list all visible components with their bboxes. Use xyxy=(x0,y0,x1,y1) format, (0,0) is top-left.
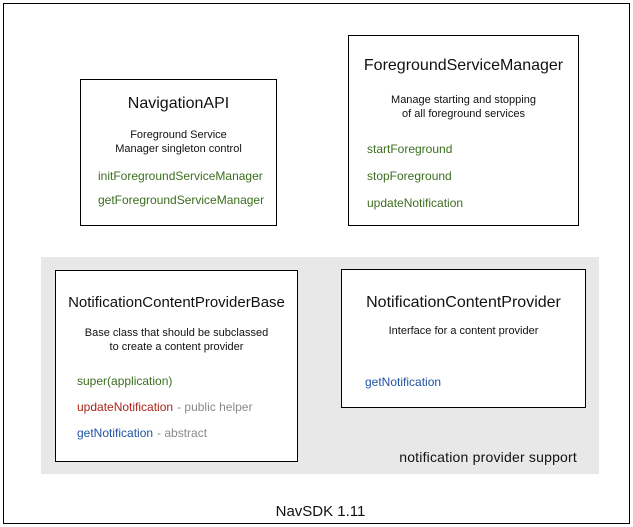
box-description: Manage starting and stopping of all fore… xyxy=(349,94,578,121)
method-list: initForegroundServiceManager getForegrou… xyxy=(81,169,276,207)
sdk-version-label: NavSDK 1.11 xyxy=(275,503,366,520)
box-description: Foreground Service Manager singleton con… xyxy=(81,129,276,156)
box-title: NotificationContentProviderBase xyxy=(68,294,285,311)
method-label: initForegroundServiceManager xyxy=(98,169,263,183)
method-label: updateNotification xyxy=(367,196,464,210)
box-description-line: Interface for a content provider xyxy=(388,325,539,337)
method-label: getForegroundServiceManager xyxy=(98,193,265,207)
box-title: ForegroundServiceManager xyxy=(363,57,564,74)
box-description-line: Base class that should be subclassed xyxy=(84,327,269,339)
class-box-navigation-api: NavigationAPI Foreground Service Manager… xyxy=(80,79,277,226)
class-box-notification-content-provider-base: NotificationContentProviderBase Base cla… xyxy=(55,270,298,462)
class-box-notification-content-provider: NotificationContentProvider Interface fo… xyxy=(341,269,586,408)
box-title: NotificationContentProvider xyxy=(366,294,561,311)
box-description: Interface for a content provider xyxy=(342,325,585,339)
method-list: getNotification xyxy=(342,375,585,389)
method-annotation: - abstract xyxy=(157,426,208,440)
method-label: startForeground xyxy=(367,142,453,156)
box-description-line: Manager singleton control xyxy=(115,142,242,155)
method-label: getNotification xyxy=(365,374,442,389)
panel-label: notification provider support xyxy=(399,449,577,465)
method-label: super(application) xyxy=(77,374,173,388)
method-label: stopForeground xyxy=(367,169,452,183)
slide-border: notification provider support Navigation… xyxy=(3,3,630,524)
method-label: updateNotification- public helper xyxy=(77,400,253,414)
box-description-line: Foreground Service xyxy=(130,129,227,141)
box-description: Base class that should be subclassed to … xyxy=(56,327,297,354)
box-description-line: of all foreground services xyxy=(402,107,525,120)
box-description-line: to create a content provider xyxy=(109,340,244,353)
method-label: getNotification- abstract xyxy=(77,426,208,440)
method-list: super(application) updateNotification- p… xyxy=(56,374,297,440)
box-description-line: Manage starting and stopping xyxy=(391,94,536,106)
box-title: NavigationAPI xyxy=(127,95,230,112)
method-list: startForeground stopForeground updateNot… xyxy=(349,142,578,210)
method-annotation: - public helper xyxy=(177,400,253,414)
class-box-foreground-service-manager: ForegroundServiceManager Manage starting… xyxy=(348,35,579,226)
